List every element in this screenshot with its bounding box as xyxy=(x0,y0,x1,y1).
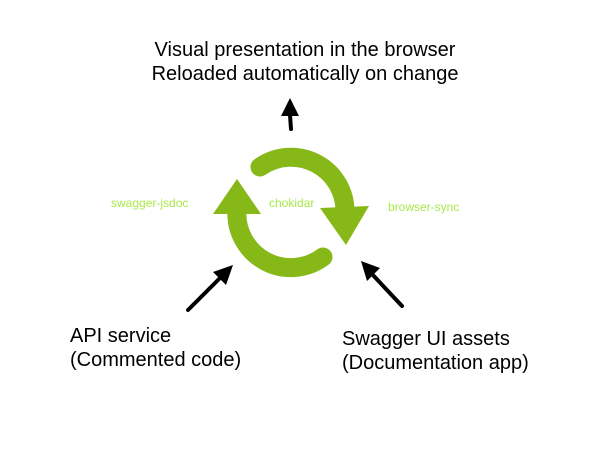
assets-input-arrow xyxy=(361,261,404,308)
api-arrow-head xyxy=(213,265,233,285)
output-arrow xyxy=(281,98,299,131)
assets-arrow-head xyxy=(361,261,380,281)
cycle-bottom-arc xyxy=(227,200,333,278)
api-input-arrow xyxy=(186,265,233,312)
chokidar-label: chokidar xyxy=(269,196,315,210)
output-arrow-head xyxy=(281,98,299,116)
browser-sync-label: browser-sync xyxy=(388,200,460,214)
swagger-ui-assets-subtitle: (Documentation app) xyxy=(342,352,529,374)
cycle-left-arrowhead xyxy=(213,179,261,214)
api-service-subtitle: (Commented code) xyxy=(70,349,242,371)
swagger-jsdoc-label: swagger-jsdoc xyxy=(111,196,189,210)
output-title-line-2: Reloaded automatically on change xyxy=(151,63,459,85)
refresh-cycle-icon xyxy=(213,147,369,278)
output-title-line-1: Visual presentation in the browser xyxy=(154,39,456,61)
api-arrow-shaft xyxy=(186,275,223,312)
assets-arrow-shaft xyxy=(369,271,404,308)
cycle-top-arc xyxy=(250,147,355,222)
cycle-right-arrowhead xyxy=(320,206,369,245)
output-arrow-shaft xyxy=(288,113,293,131)
swagger-ui-assets-title: Swagger UI assets xyxy=(342,328,510,350)
api-service-title: API service xyxy=(70,325,172,347)
